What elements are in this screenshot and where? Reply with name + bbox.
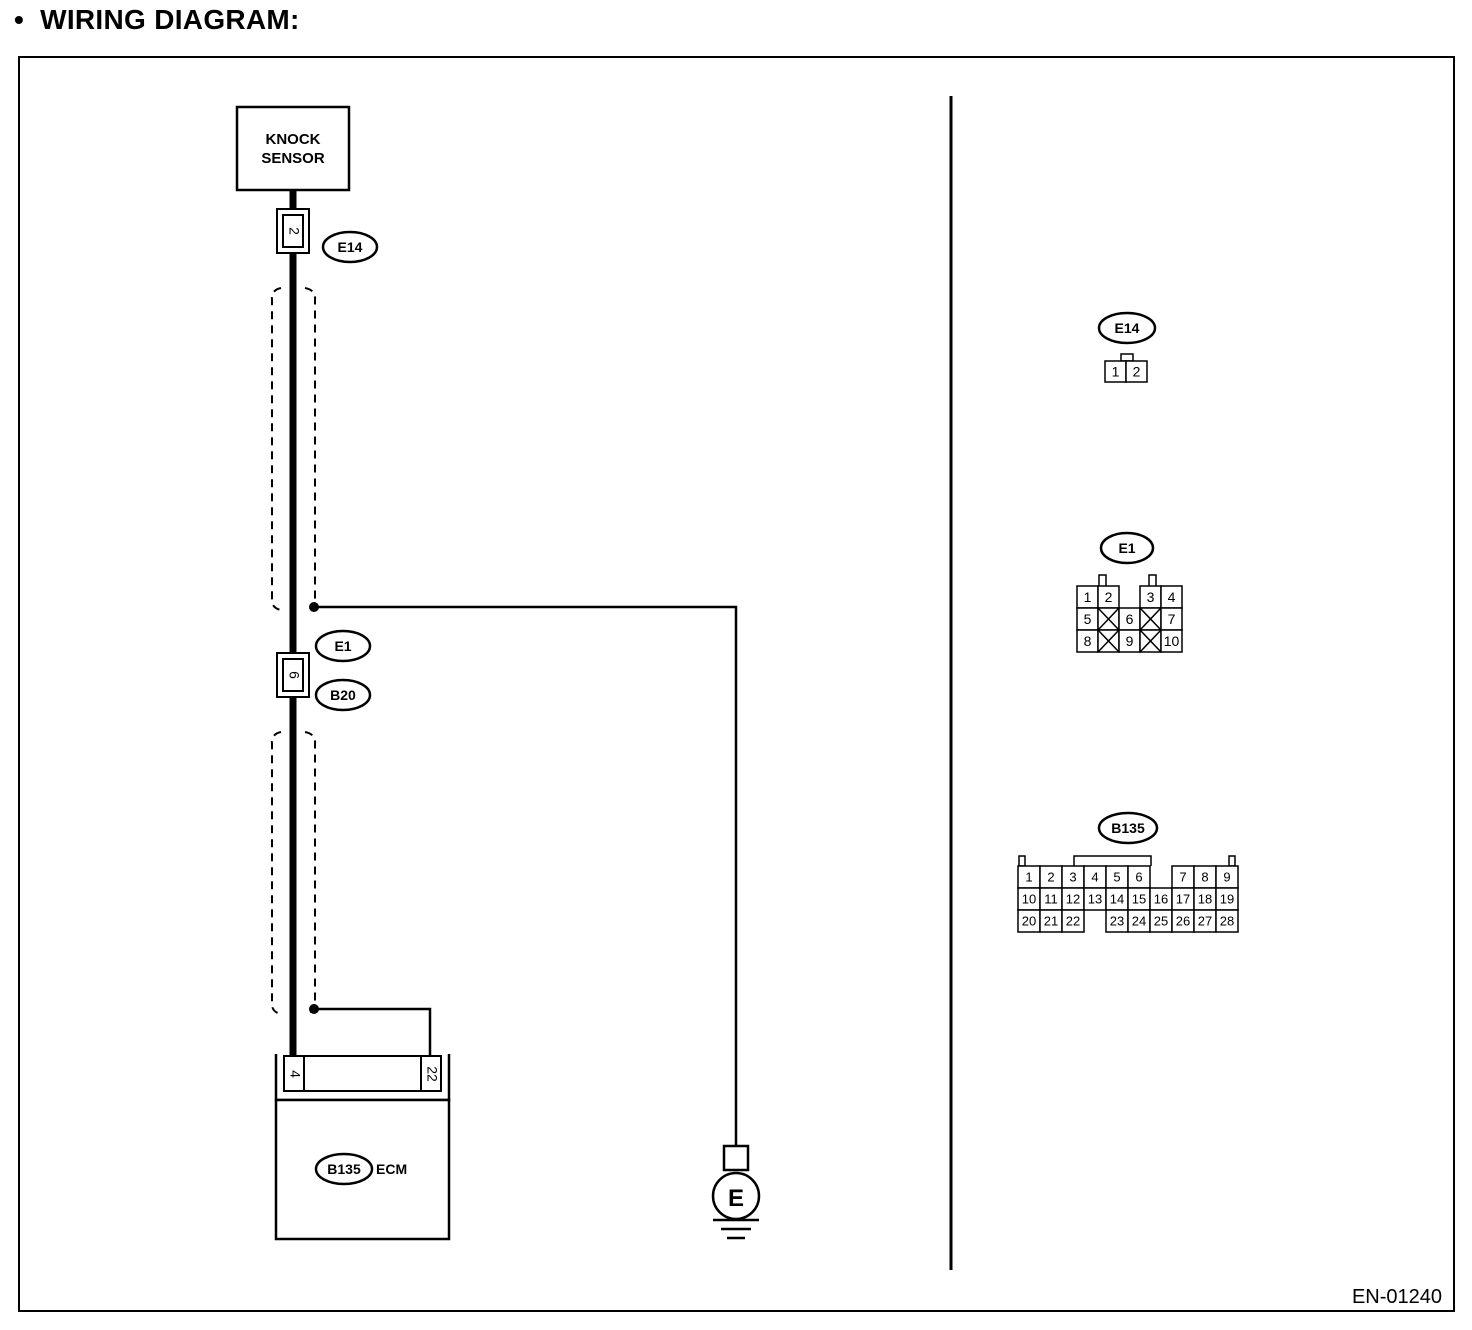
pin-number: 4 bbox=[1091, 870, 1098, 885]
pin-number: 23 bbox=[1110, 914, 1124, 929]
pin-number: 26 bbox=[1176, 914, 1190, 929]
pin-number: 1 bbox=[1025, 870, 1032, 885]
pin-number: 8 bbox=[1201, 870, 1208, 885]
ecm-connector-tag: B135 bbox=[327, 1161, 361, 1177]
pin-number: 19 bbox=[1220, 892, 1234, 907]
empty-cavity-mark bbox=[1139, 607, 1162, 631]
pin-number: 3 bbox=[1147, 589, 1155, 605]
figure-code: EN-01240 bbox=[1352, 1286, 1442, 1308]
empty-cavity-mark bbox=[1097, 607, 1120, 631]
ecm-label: ECM bbox=[376, 1161, 407, 1177]
pin-number: 24 bbox=[1132, 914, 1146, 929]
pin-cell bbox=[1125, 360, 1148, 383]
e1-pin-number: 6 bbox=[286, 671, 302, 679]
pin-number: 3 bbox=[1069, 870, 1076, 885]
heading-bullet: • bbox=[14, 4, 25, 35]
pin-number: 21 bbox=[1044, 914, 1058, 929]
e1-tag-label: E1 bbox=[334, 638, 351, 654]
diagram-frame bbox=[18, 56, 1455, 1312]
pin-number: 6 bbox=[1126, 611, 1134, 627]
pin-number: 2 bbox=[1105, 589, 1113, 605]
knock-sensor: KNOCK SENSOR bbox=[235, 105, 351, 192]
connector-view-e1-label: E1 bbox=[1118, 540, 1135, 556]
empty-cavity-mark bbox=[1097, 629, 1120, 653]
connector-view-e14-label: E14 bbox=[1115, 320, 1140, 336]
e1-tag: E1 bbox=[314, 629, 372, 663]
ecm-unit: 4 22 B135 ECM bbox=[274, 1054, 451, 1241]
pin-number: 7 bbox=[1168, 611, 1176, 627]
b20-tag-label: B20 bbox=[330, 687, 356, 703]
pin-number: 28 bbox=[1220, 914, 1234, 929]
knock-sensor-label-line2: SENSOR bbox=[261, 150, 325, 167]
pin-number: 10 bbox=[1164, 633, 1180, 649]
shield-drain-to-ecm bbox=[314, 1007, 432, 1056]
e14-tag: E14 bbox=[321, 230, 379, 264]
pin-number: 27 bbox=[1198, 914, 1212, 929]
knock-sensor-label-line1: KNOCK bbox=[266, 131, 321, 148]
e14-tag-label: E14 bbox=[338, 239, 363, 255]
pin-number: 22 bbox=[1066, 914, 1080, 929]
diagram-heading: • WIRING DIAGRAM: bbox=[14, 4, 300, 36]
ground-label: E bbox=[728, 1185, 744, 1212]
connector-view-b135-label: B135 bbox=[1111, 820, 1145, 836]
pin-number: 5 bbox=[1113, 870, 1120, 885]
pin-number: 7 bbox=[1179, 870, 1186, 885]
pin-number: 15 bbox=[1132, 892, 1146, 907]
ground-symbol: E bbox=[711, 1144, 761, 1240]
e14-pin-number: 2 bbox=[286, 227, 302, 235]
pin-cell bbox=[1061, 909, 1085, 933]
pin-number: 9 bbox=[1126, 633, 1134, 649]
pin-number: 12 bbox=[1066, 892, 1080, 907]
pin-number: 17 bbox=[1176, 892, 1190, 907]
pin-number: 6 bbox=[1135, 870, 1142, 885]
pin-cell bbox=[1215, 909, 1239, 933]
pin-number: 5 bbox=[1084, 611, 1092, 627]
pin-number: 10 bbox=[1022, 892, 1036, 907]
pin-number: 2 bbox=[1133, 364, 1141, 380]
pin-number: 18 bbox=[1198, 892, 1212, 907]
pin-number: 14 bbox=[1110, 892, 1124, 907]
pin-number: 1 bbox=[1112, 364, 1120, 380]
pin-number: 16 bbox=[1154, 892, 1168, 907]
pin-number: 25 bbox=[1154, 914, 1168, 929]
pin-number: 2 bbox=[1047, 870, 1054, 885]
shield-ground-wire bbox=[314, 605, 738, 1146]
pin-cell bbox=[1160, 629, 1183, 653]
pin-number: 8 bbox=[1084, 633, 1092, 649]
pin-number: 1 bbox=[1084, 589, 1092, 605]
pin-number: 4 bbox=[1168, 589, 1176, 605]
ecm-pin-22: 22 bbox=[424, 1066, 440, 1082]
b20-tag: B20 bbox=[314, 678, 372, 712]
ecm-pin-4: 4 bbox=[287, 1070, 303, 1078]
heading-title: WIRING DIAGRAM: bbox=[40, 4, 300, 35]
empty-cavity-mark bbox=[1139, 629, 1162, 653]
pin-number: 11 bbox=[1044, 892, 1058, 907]
pin-number: 20 bbox=[1022, 914, 1036, 929]
connector-e1-b20-inline: 6 bbox=[276, 652, 310, 698]
pin-number: 13 bbox=[1088, 892, 1102, 907]
connector-e14-inline: 2 bbox=[276, 208, 310, 254]
pin-number: 9 bbox=[1223, 870, 1230, 885]
